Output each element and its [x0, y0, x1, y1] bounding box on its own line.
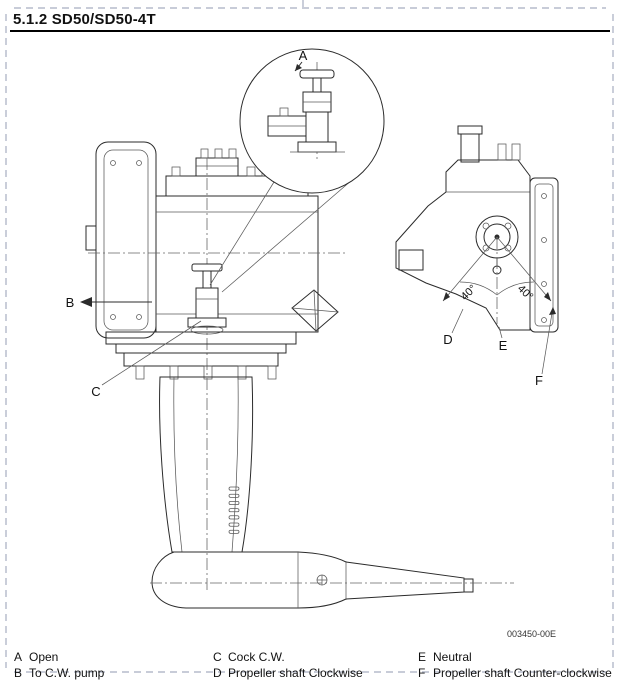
legend-text: Propeller shaft Counter-clockwise: [433, 666, 612, 680]
label-e: E: [499, 338, 508, 353]
legend-item: B To C.W. pump: [14, 665, 209, 681]
legend-item: F Propeller shaft Counter-clockwise: [418, 665, 618, 681]
legend-key: B: [14, 666, 23, 680]
section-heading: 5.1.2 SD50/SD50-4T: [13, 11, 156, 28]
angle-left-label: 40°: [459, 283, 479, 303]
legend-key: A: [14, 650, 23, 664]
callout-detail: [209, 48, 385, 293]
label-c: C: [91, 384, 100, 399]
legend-item: E Neutral: [418, 649, 618, 665]
legend-key: F: [418, 666, 426, 680]
label-b: B: [66, 295, 75, 310]
right-view-drawing: [395, 125, 559, 333]
legend-item: C Cock C.W.: [213, 649, 413, 665]
legend-text: Cock C.W.: [228, 650, 285, 664]
legend-key: E: [418, 650, 427, 664]
legend-text: Propeller shaft Clockwise: [228, 666, 363, 680]
legend-text: To C.W. pump: [29, 666, 105, 680]
heading-rule: [10, 30, 610, 32]
legend-item: D Propeller shaft Clockwise: [213, 665, 413, 681]
legend-text: Neutral: [433, 650, 472, 664]
legend-text: Open: [29, 650, 59, 664]
label-d: D: [443, 332, 452, 347]
page-margin-marks: [5, 0, 614, 673]
legend-item: A Open: [14, 649, 209, 665]
label-f: F: [535, 373, 543, 388]
main-view-drawing: [85, 141, 514, 609]
legend-key: D: [213, 666, 222, 680]
figure-code: 003450-00E: [507, 629, 556, 639]
legend-key: C: [213, 650, 222, 664]
label-a: A: [299, 48, 308, 63]
